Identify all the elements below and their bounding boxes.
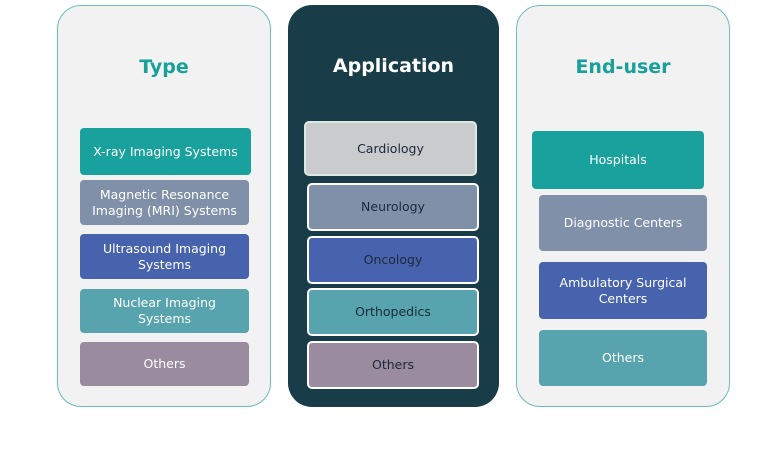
end-user-panel: End-user Hospitals Diagnostic Centers Am… [516, 5, 730, 407]
type-item-ultrasound: Ultrasound Imaging Systems [80, 234, 249, 279]
type-panel: Type X-ray Imaging Systems Magnetic Reso… [57, 5, 271, 407]
application-panel: Application Cardiology Neurology Oncolog… [288, 5, 499, 407]
application-item-neurology: Neurology [307, 183, 479, 231]
application-item-oncology: Oncology [307, 236, 479, 284]
end-user-item-ambulatory-surgical-centers: Ambulatory Surgical Centers [539, 262, 707, 319]
type-panel-title: Type [139, 56, 189, 78]
end-user-item-hospitals: Hospitals [532, 131, 704, 189]
type-item-xray: X-ray Imaging Systems [80, 128, 251, 175]
end-user-panel-title: End-user [575, 56, 671, 78]
application-item-others: Others [307, 341, 479, 389]
application-item-cardiology: Cardiology [304, 121, 477, 176]
type-item-mri: Magnetic Resonance Imaging (MRI) Systems [80, 180, 249, 225]
end-user-item-others: Others [539, 330, 707, 386]
type-item-others: Others [80, 342, 249, 386]
application-panel-title: Application [332, 55, 455, 77]
type-item-nuclear: Nuclear Imaging Systems [80, 289, 249, 333]
end-user-item-diagnostic-centers: Diagnostic Centers [539, 195, 707, 251]
application-item-orthopedics: Orthopedics [307, 288, 479, 336]
